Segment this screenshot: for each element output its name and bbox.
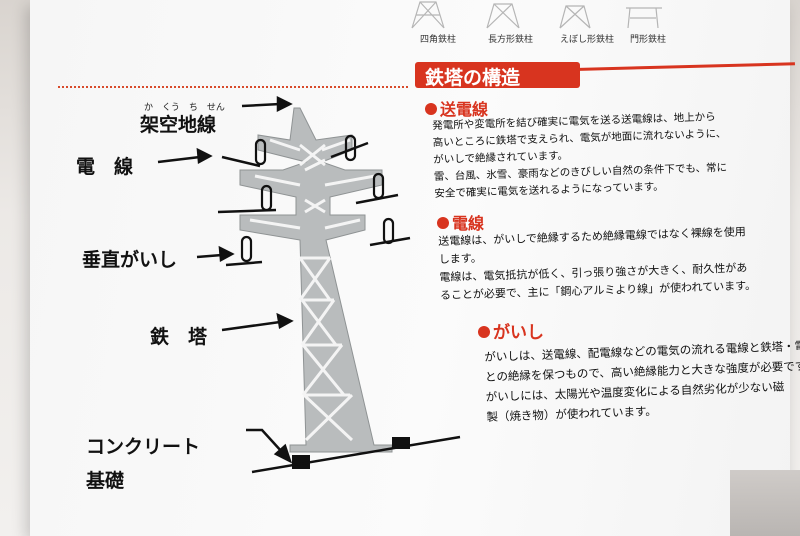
tower-icon — [217, 107, 461, 474]
section-body-insulator: がいしは、送電線、配電線などの電気の流れる電線と鉄塔・電柱 との絶縁を保つもので… — [484, 338, 800, 424]
section-body-transmission: 発電所や変電所を結び確実に電気を送る送電線は、地上から 高いところに鉄塔で支えら… — [432, 111, 728, 200]
panel-title: 鉄塔の構造 — [425, 67, 521, 89]
label-tower: 鉄 塔 — [150, 326, 208, 348]
gate-tower-icon — [626, 7, 662, 29]
dotted-divider — [58, 86, 408, 88]
label-eboshi-tower: えぼし形鉄柱 — [560, 35, 615, 45]
arrow-foundation — [246, 428, 293, 464]
label-wire: 電 線 — [76, 156, 134, 178]
section-body-wire: 送電線は、がいしで絶縁するため絶縁電線ではなく裸線を使用 します。 電線は、電気… — [438, 225, 757, 302]
label-foundation-line1: コンクリート — [86, 436, 201, 458]
label-foundation-line2: 基礎 — [86, 470, 125, 492]
bullet-icon — [425, 103, 437, 115]
tower-type-icons — [411, 1, 662, 29]
rectangular-tower-icon — [486, 3, 520, 29]
section-heading-transmission: 送電線 — [425, 96, 488, 120]
arrow-wire — [157, 147, 213, 165]
arrow-insulator — [196, 245, 235, 263]
label-overhead-ground-wire: 架空地線 — [140, 114, 217, 136]
section-heading-wire: 電線 — [437, 210, 484, 234]
arrow-ground-wire — [241, 95, 293, 113]
label-rectangular-tower: 長方形鉄柱 — [488, 35, 534, 45]
label-square-tower: 四角鉄柱 — [420, 35, 457, 45]
arrow-tower — [221, 312, 294, 332]
label-gate-tower: 門形鉄柱 — [630, 35, 667, 45]
bullet-icon — [478, 326, 490, 338]
square-tower-icon — [411, 1, 445, 29]
panel-title-box — [415, 62, 580, 88]
ground-wire-ruby: か くう ち せん — [144, 103, 225, 113]
section-heading-insulator: がいし — [478, 318, 544, 343]
label-vertical-insulator: 垂直がいし — [82, 249, 178, 271]
board-edge-shadow — [730, 470, 800, 536]
bullet-icon — [437, 217, 449, 229]
eboshi-tower-icon — [559, 5, 591, 29]
